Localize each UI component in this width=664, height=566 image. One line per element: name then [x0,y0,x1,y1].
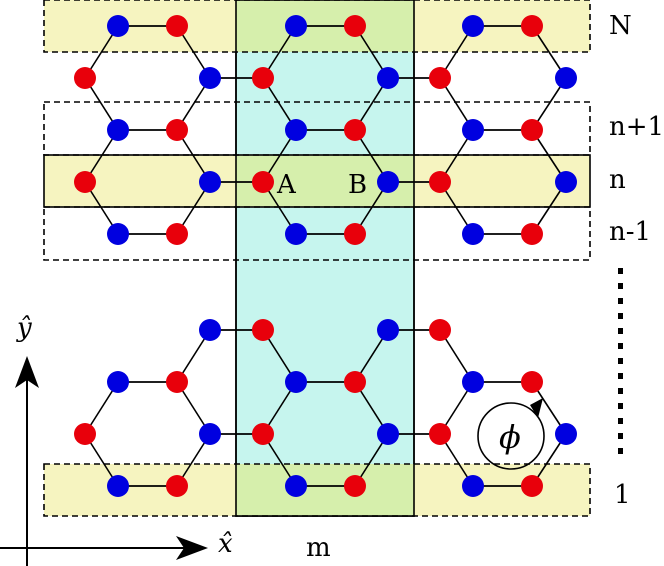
site-b-atom [199,171,221,193]
site-b-atom [199,319,221,341]
row-label-N: N [609,11,632,41]
flux-arrowhead [530,398,543,418]
site-b-atom [107,371,129,393]
site-b-atom [107,475,129,497]
ellipsis-dot [618,268,623,274]
row-1-overlap [236,464,414,516]
site-a-atom [74,171,96,193]
x-axis-label: x̂ [218,529,233,559]
site-b-atom [462,15,484,37]
ellipsis-dot [618,343,623,349]
flux-circular-arrow-icon: ϕ [477,398,545,470]
site-a-atom [166,475,188,497]
column-m-outline [235,0,415,517]
site-a-atom [344,223,366,245]
site-a-atom [429,67,451,89]
site-b-atom [462,475,484,497]
ellipsis-dot [618,418,623,424]
site-a-atom [429,171,451,193]
y-axis-label: ŷ [16,313,32,343]
site-b-atom [555,171,577,193]
flux-label: ϕ [499,418,521,456]
ellipsis-dot [618,298,623,304]
site-b-atom [285,223,307,245]
site-label-B: B [348,170,367,200]
site-b-atom [199,423,221,445]
site-labels: A B [276,170,367,200]
row-n-minus-1-outline [43,206,591,261]
site-a-atom [521,371,543,393]
ellipsis-dot [618,388,623,394]
site-a-atom [252,171,274,193]
site-a-atom [344,15,366,37]
row-label-n-minus-1: n-1 [609,217,651,247]
x-axis-arrow-icon [176,536,208,560]
site-b-atom [107,223,129,245]
site-b-atom [107,119,129,141]
site-b-atom [377,67,399,89]
site-a-atom [344,475,366,497]
site-a-atom [521,119,543,141]
coordinate-axes: x̂ ŷ [0,313,233,566]
row-outlines [43,0,591,517]
site-b-atom [377,423,399,445]
ellipsis-dot [618,448,623,454]
ellipsis-dot [618,358,623,364]
row-label-1: 1 [614,480,631,510]
site-b-atom [285,15,307,37]
site-b-atom [462,371,484,393]
lattice-atoms [74,15,577,497]
ellipsis-dot [618,313,623,319]
site-label-A: A [276,170,297,200]
site-a-atom [166,15,188,37]
site-a-atom [429,319,451,341]
site-b-atom [462,119,484,141]
y-axis-arrow-icon [15,356,39,388]
site-b-atom [285,119,307,141]
site-a-atom [166,371,188,393]
ellipsis-dot [618,433,623,439]
site-b-atom [107,15,129,37]
row-ellipsis-dots [618,268,623,454]
site-a-atom [344,371,366,393]
site-b-atom [555,67,577,89]
site-a-atom [252,67,274,89]
site-a-atom [74,67,96,89]
ellipsis-dot [618,328,623,334]
site-b-atom [555,423,577,445]
site-b-atom [199,67,221,89]
ellipsis-dot [618,403,623,409]
site-b-atom [462,223,484,245]
site-b-atom [285,371,307,393]
site-b-atom [377,171,399,193]
site-a-atom [521,475,543,497]
row-label-n: n [609,165,626,195]
site-a-atom [429,423,451,445]
ellipsis-dot [618,373,623,379]
site-a-atom [344,119,366,141]
site-a-atom [74,423,96,445]
row-N-outline [43,0,591,53]
site-a-atom [166,223,188,245]
column-label-m: m [306,533,331,563]
site-a-atom [252,423,274,445]
site-a-atom [521,15,543,37]
row-1-right-highlight [414,464,590,516]
row-labels: N n+1 n n-1 1 m [306,11,664,563]
ellipsis-dot [618,283,623,289]
row-1-left-highlight [44,464,236,516]
site-a-atom [252,319,274,341]
site-b-atom [285,475,307,497]
site-a-atom [521,223,543,245]
site-b-atom [377,319,399,341]
site-a-atom [166,119,188,141]
row-label-n-plus-1: n+1 [609,112,664,142]
flux-loop [477,402,545,470]
